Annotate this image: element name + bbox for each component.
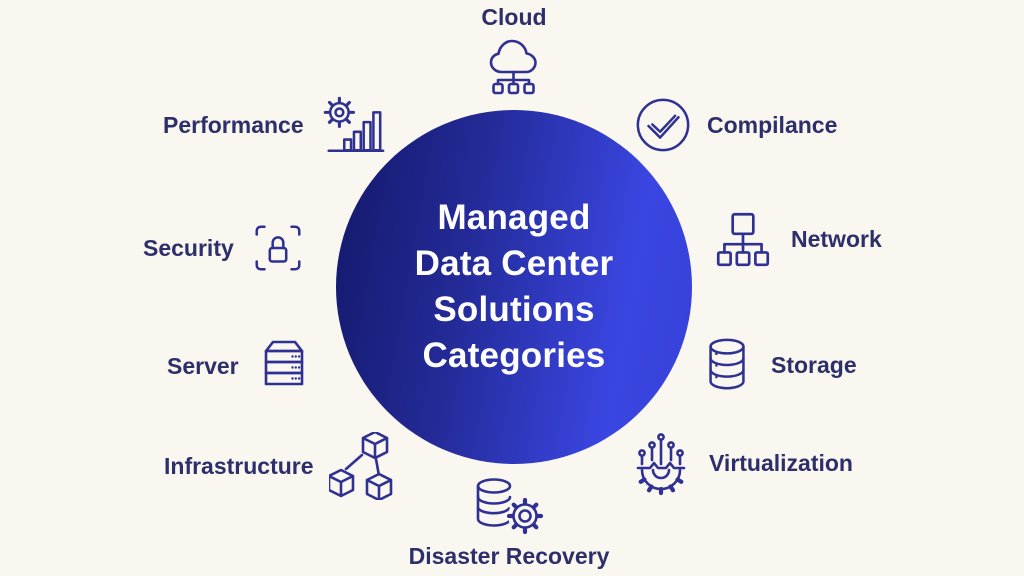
category-security: Security [143, 218, 307, 278]
category-network: Network [710, 208, 882, 270]
category-storage: Storage [698, 333, 857, 397]
category-compliance: Compilance [634, 96, 837, 154]
title-line: Managed [437, 198, 591, 237]
category-server: Server [167, 336, 314, 396]
title-line: Data Center [414, 244, 614, 283]
network-tree-icon [716, 212, 770, 267]
title-line: Solutions [433, 290, 595, 329]
center-circle: Managed Data Center Solutions Categories [336, 110, 692, 464]
category-performance: Performance [163, 94, 387, 156]
gear-bar-chart-icon [323, 96, 385, 153]
category-label: Storage [771, 351, 857, 378]
category-label: Infrastructure [164, 452, 314, 479]
category-label: Performance [163, 111, 304, 138]
server-rack-icon [264, 340, 303, 386]
cloud-network-icon [489, 39, 537, 95]
category-cloud: Cloud [452, 4, 576, 96]
category-disaster-recovery: Disaster Recovery [399, 474, 619, 570]
category-label: Server [167, 352, 239, 379]
cubes-icon [328, 432, 392, 500]
title-line: Categories [422, 336, 606, 375]
category-virtualization: Virtualization [628, 430, 853, 496]
lock-frame-icon [255, 225, 301, 271]
circle-check-icon [636, 98, 690, 152]
database-icon [709, 338, 745, 390]
database-gear-icon [476, 478, 544, 535]
category-label: Network [791, 225, 882, 252]
category-label: Cloud [481, 4, 547, 30]
category-label: Security [143, 234, 234, 261]
circuit-gear-icon [636, 433, 686, 496]
category-label: Virtualization [709, 449, 853, 476]
category-infrastructure: Infrastructure [164, 432, 393, 500]
category-label: Compilance [707, 111, 838, 138]
category-label: Disaster Recovery [408, 543, 610, 569]
page-title: Managed Data Center Solutions Categories [415, 195, 614, 379]
